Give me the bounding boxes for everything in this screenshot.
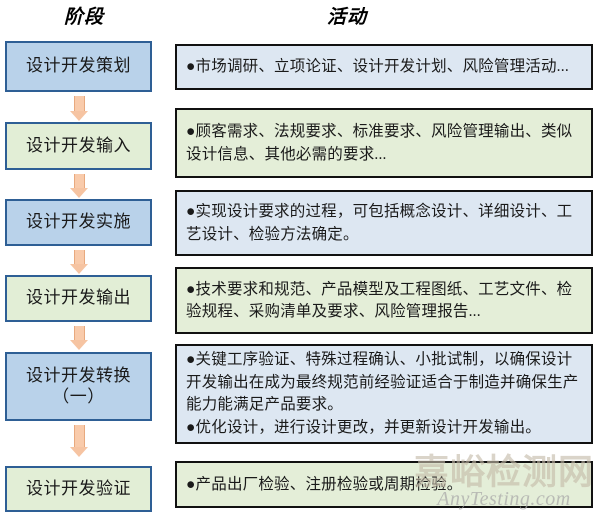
activity-box-6[interactable]: ●产品出厂检验、注册检验或周期检验。 (175, 461, 593, 508)
arrow-head-icon (70, 188, 88, 198)
flow-arrow-3 (70, 250, 88, 274)
stage-label-3: 设计开发实施 (26, 212, 131, 232)
stage-box-3[interactable]: 设计开发实施 (5, 199, 152, 246)
flow-arrow-2 (70, 174, 88, 198)
activity-line: ●实现设计要求的过程，可包括概念设计、详细设计、工艺设计、检验方法确定。 (186, 203, 573, 243)
activity-box-1[interactable]: ●市场调研、立项论证、设计开发计划、风险管理活动... (175, 44, 593, 90)
activity-line: ●市场调研、立项论证、设计开发计划、风险管理活动... (186, 58, 569, 76)
activity-line: ●优化设计，进行设计更改，并更新设计开发输出。 (186, 419, 541, 437)
stage-label-4: 设计开发输出 (26, 288, 131, 308)
activity-line: ●产品出厂检验、注册检验或周期检验。 (186, 475, 463, 493)
activity-box-5[interactable]: ●关键工序验证、特殊过程确认、小批试制，以确保设计开发输出在成为最终规范前经验证… (175, 344, 593, 444)
arrow-shaft-icon (73, 425, 85, 447)
activity-line: ●顾客需求、法规要求、标准要求、风险管理输出、类似设计信息、其他必需的要求... (186, 123, 573, 163)
flow-arrow-5 (70, 425, 88, 457)
activity-box-3[interactable]: ●实现设计要求的过程，可包括概念设计、详细设计、工艺设计、检验方法确定。 (175, 190, 593, 256)
stage-box-4[interactable]: 设计开发输出 (5, 275, 152, 322)
arrow-head-icon (70, 447, 88, 457)
activity-box-4[interactable]: ●技术要求和规范、产品模型及工程图纸、工艺文件、检验规程、采购清单及要求、风险管… (175, 267, 593, 334)
arrow-shaft-icon (73, 250, 85, 264)
stage-label-6: 设计开发验证 (26, 478, 131, 498)
column-header-activity: 活动 (327, 7, 368, 28)
arrow-head-icon (70, 340, 88, 350)
arrow-head-icon (70, 111, 88, 121)
stage-box-2[interactable]: 设计开发输入 (5, 122, 152, 170)
arrow-shaft-icon (73, 326, 85, 340)
activity-line: ●技术要求和规范、产品模型及工程图纸、工艺文件、检验规程、采购清单及要求、风险管… (186, 280, 573, 320)
stage-box-6[interactable]: 设计开发验证 (5, 466, 152, 512)
stage-label-1: 设计开发策划 (26, 56, 131, 76)
arrow-head-icon (70, 264, 88, 274)
flow-arrow-4 (70, 326, 88, 350)
stage-box-5[interactable]: 设计开发转换 （一） (5, 352, 152, 421)
stage-label-2: 设计开发输入 (26, 135, 131, 155)
stage-label-5: 设计开发转换 （一） (26, 365, 131, 406)
flow-arrow-1 (70, 96, 88, 121)
activity-line: ●关键工序验证、特殊过程确认、小批试制，以确保设计开发输出在成为最终规范前经验证… (186, 351, 579, 413)
arrow-shaft-icon (73, 96, 85, 111)
stage-box-1[interactable]: 设计开发策划 (5, 41, 152, 92)
activity-box-2[interactable]: ●顾客需求、法规要求、标准要求、风险管理输出、类似设计信息、其他必需的要求... (175, 108, 593, 178)
arrow-shaft-icon (73, 174, 85, 188)
column-header-stage: 阶段 (64, 7, 105, 28)
